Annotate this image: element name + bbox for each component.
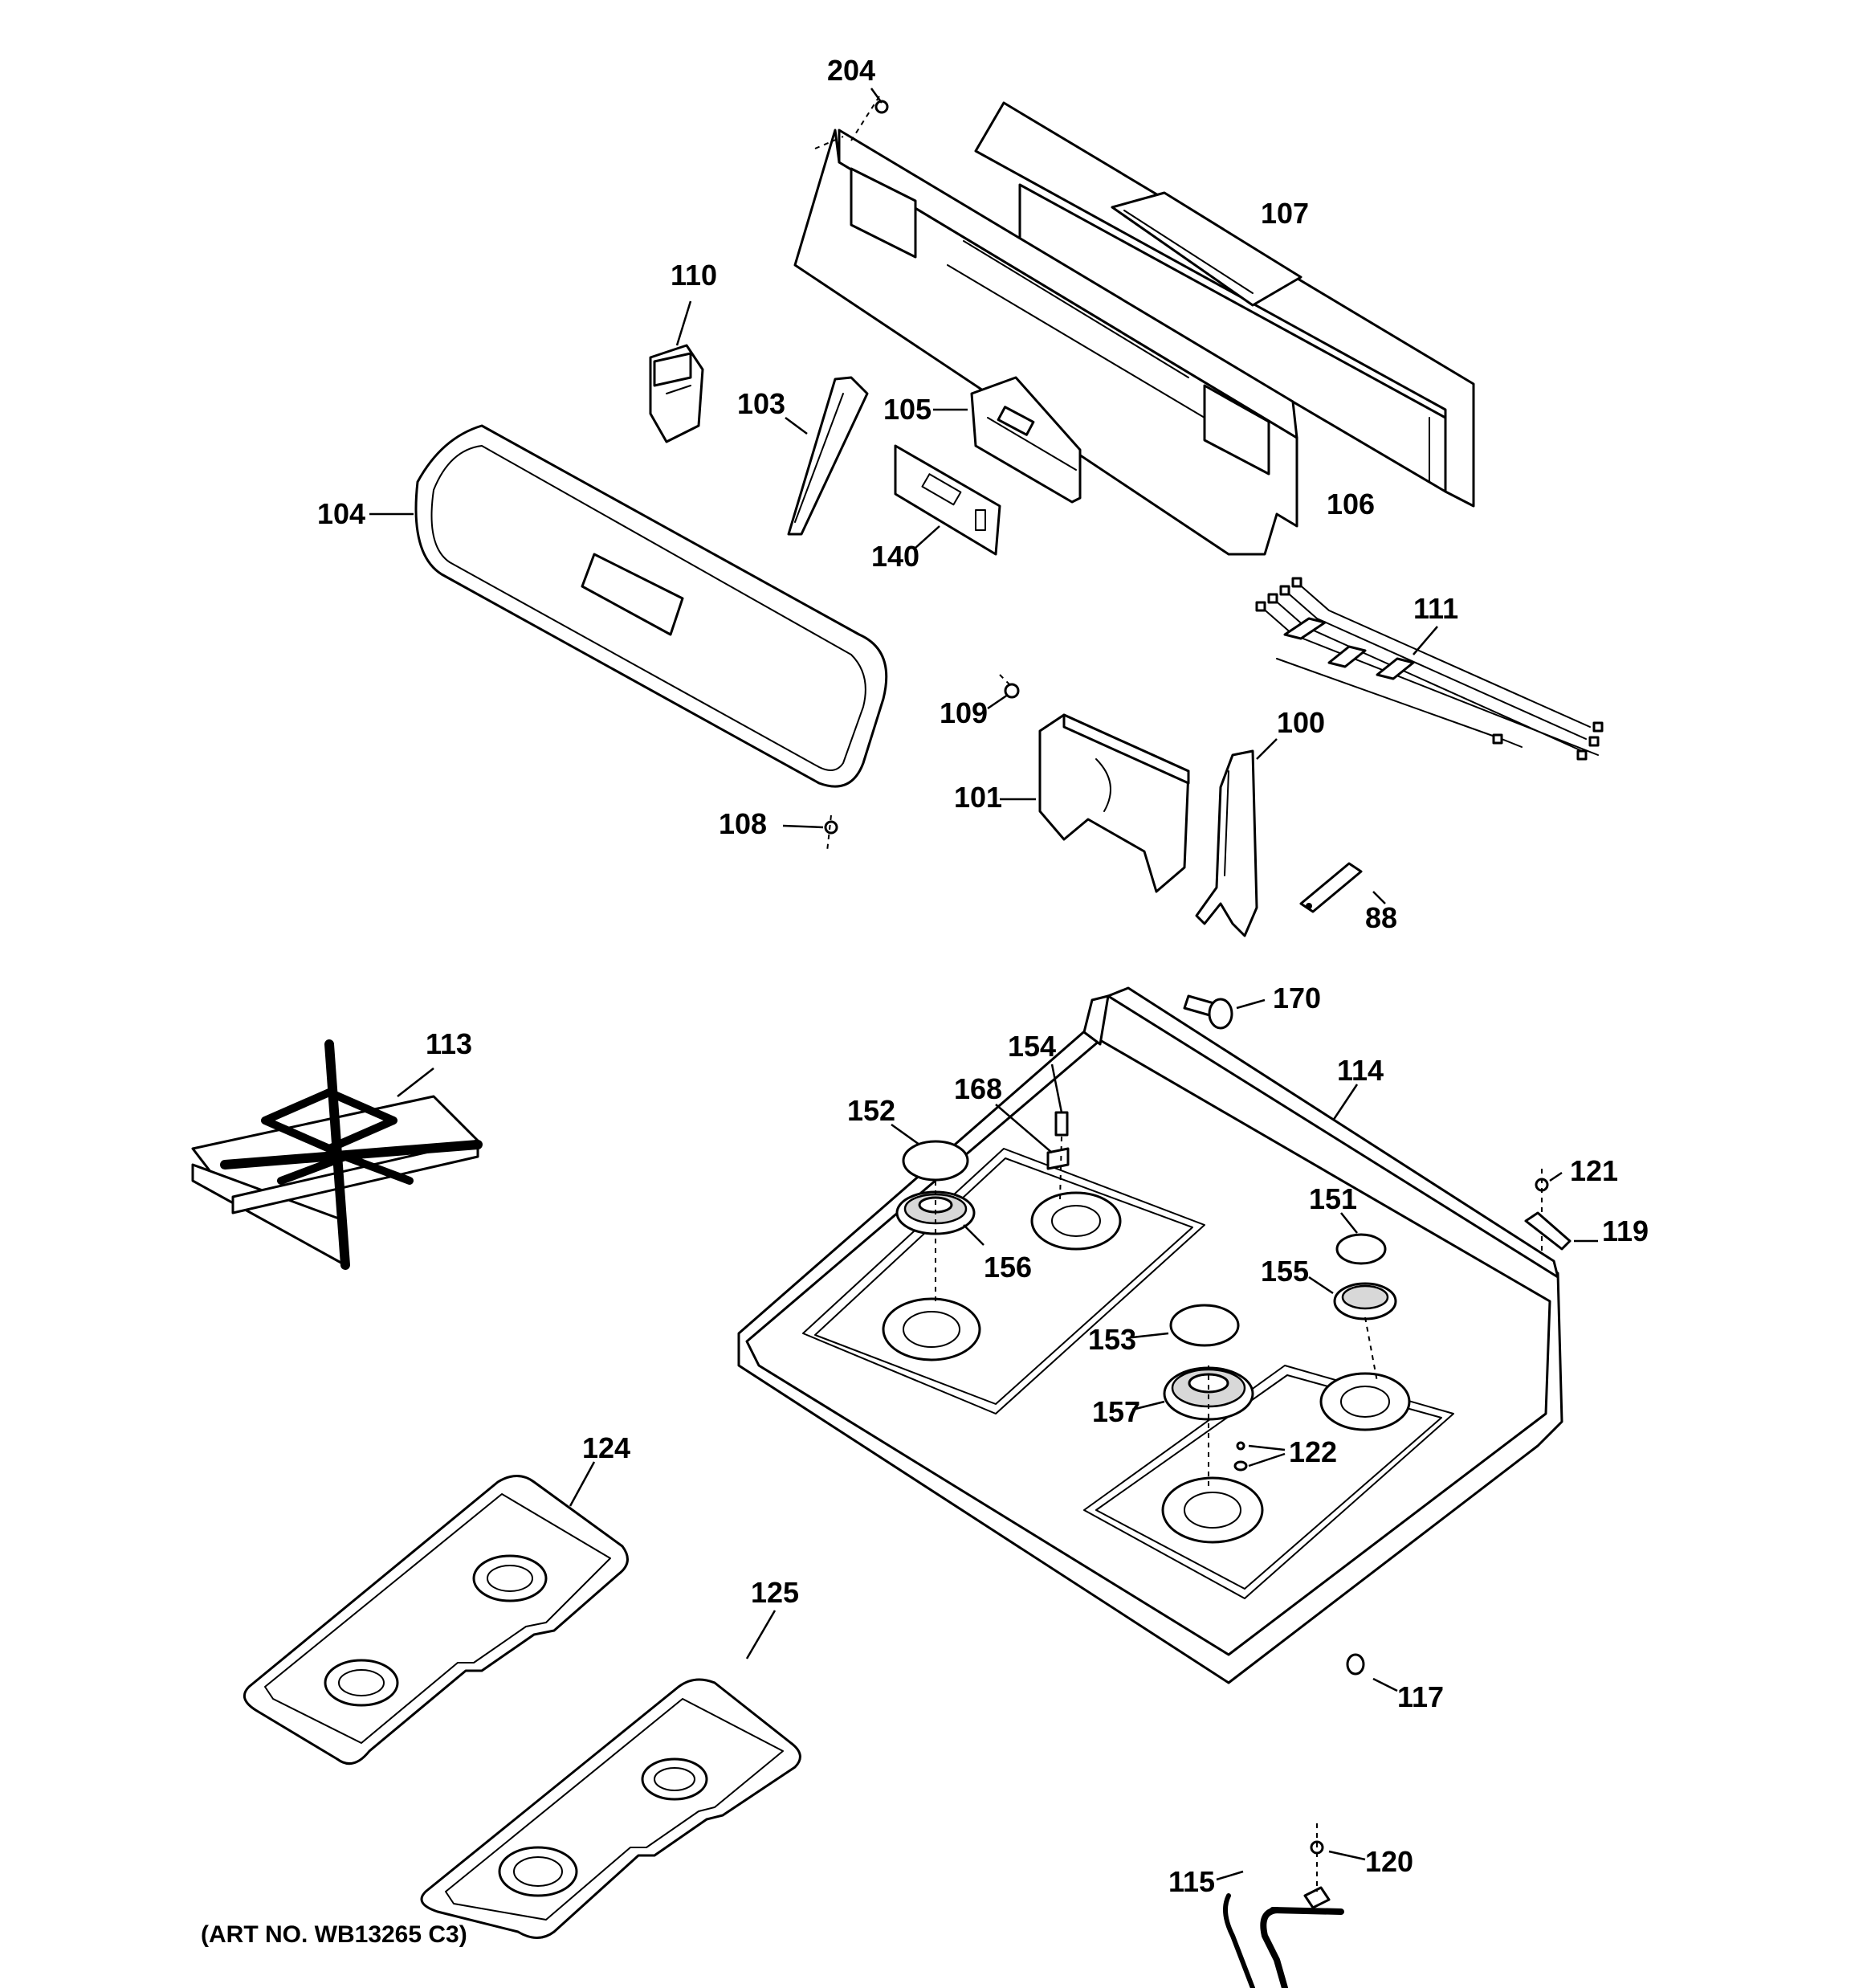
callout-157: 157 <box>1092 1395 1140 1428</box>
callout-155: 155 <box>1261 1255 1309 1288</box>
drip-pan-125 <box>420 1610 801 1939</box>
callout-204: 204 <box>827 54 875 87</box>
screw-washer-122 <box>1233 1441 1286 1472</box>
screw-121 <box>1535 1169 1563 1253</box>
screw-120 <box>1310 1823 1366 1892</box>
callout-88: 88 <box>1365 901 1397 934</box>
callout-156: 156 <box>984 1251 1032 1284</box>
art-number: (ART NO. WB13265 C3) <box>201 1921 467 1948</box>
callout-labels: 204 107 110 103 105 104 106 140 111 109 … <box>317 54 1649 1898</box>
bracket-101 <box>1000 713 1190 893</box>
burner-cap-153 <box>1131 1304 1240 1347</box>
clock-timer-110 <box>649 300 704 443</box>
electronic-control-105 <box>933 376 1082 504</box>
screw-108 <box>782 814 838 852</box>
bracket-119 <box>1524 1211 1598 1251</box>
burner-cap-152 <box>891 1123 969 1182</box>
callout-121: 121 <box>1570 1154 1618 1187</box>
burner-cap-151 <box>1335 1212 1387 1265</box>
callout-100: 100 <box>1277 706 1325 739</box>
callout-154: 154 <box>1008 1030 1056 1063</box>
callout-109: 109 <box>940 696 988 729</box>
callout-114: 114 <box>1337 1054 1384 1087</box>
bracket-100 <box>1195 738 1278 937</box>
callout-124: 124 <box>582 1431 630 1464</box>
callout-107: 107 <box>1261 197 1309 230</box>
callout-105: 105 <box>883 393 932 426</box>
rear-panel-107 <box>974 101 1475 508</box>
burner-head-155 <box>1308 1276 1397 1382</box>
callout-125: 125 <box>751 1576 799 1609</box>
callout-113: 113 <box>426 1027 472 1060</box>
anti-tip-bracket-115 <box>1216 1870 1344 1988</box>
orifice-154-168 <box>995 1063 1070 1202</box>
bracket-103 <box>785 376 869 536</box>
callout-111: 111 <box>1413 592 1458 625</box>
callout-106: 106 <box>1327 488 1375 520</box>
callout-110: 110 <box>671 259 717 292</box>
callout-140: 140 <box>871 540 919 573</box>
callout-168: 168 <box>954 1072 1002 1105</box>
screw-170 <box>1183 994 1266 1030</box>
drip-pan-124 <box>243 1461 629 1766</box>
burner-head-157 <box>1131 1365 1254 1486</box>
callout-119: 119 <box>1602 1214 1649 1247</box>
wire-harness-111 <box>1255 577 1604 761</box>
callout-108: 108 <box>719 807 767 840</box>
callout-115: 115 <box>1168 1865 1215 1898</box>
grate-113 <box>191 1039 483 1270</box>
callout-151: 151 <box>1309 1182 1357 1215</box>
callout-104: 104 <box>317 497 365 530</box>
screw-204 <box>850 88 889 141</box>
control-panel-frame-106 <box>793 129 1298 556</box>
callout-122: 122 <box>1289 1435 1337 1468</box>
callout-120: 120 <box>1365 1845 1413 1878</box>
callout-152: 152 <box>847 1094 895 1127</box>
callout-103: 103 <box>737 387 785 420</box>
callout-153: 153 <box>1088 1323 1136 1356</box>
nut-117 <box>1346 1653 1398 1692</box>
clip-88 <box>1299 862 1386 913</box>
callout-117: 117 <box>1397 1680 1444 1713</box>
callout-101: 101 <box>954 781 1002 814</box>
callout-170: 170 <box>1273 982 1321 1014</box>
backsplash-104 <box>369 424 888 788</box>
burner-head-156 <box>895 1181 984 1301</box>
nut-109 <box>987 674 1020 710</box>
touch-overlay-140 <box>894 444 1001 556</box>
